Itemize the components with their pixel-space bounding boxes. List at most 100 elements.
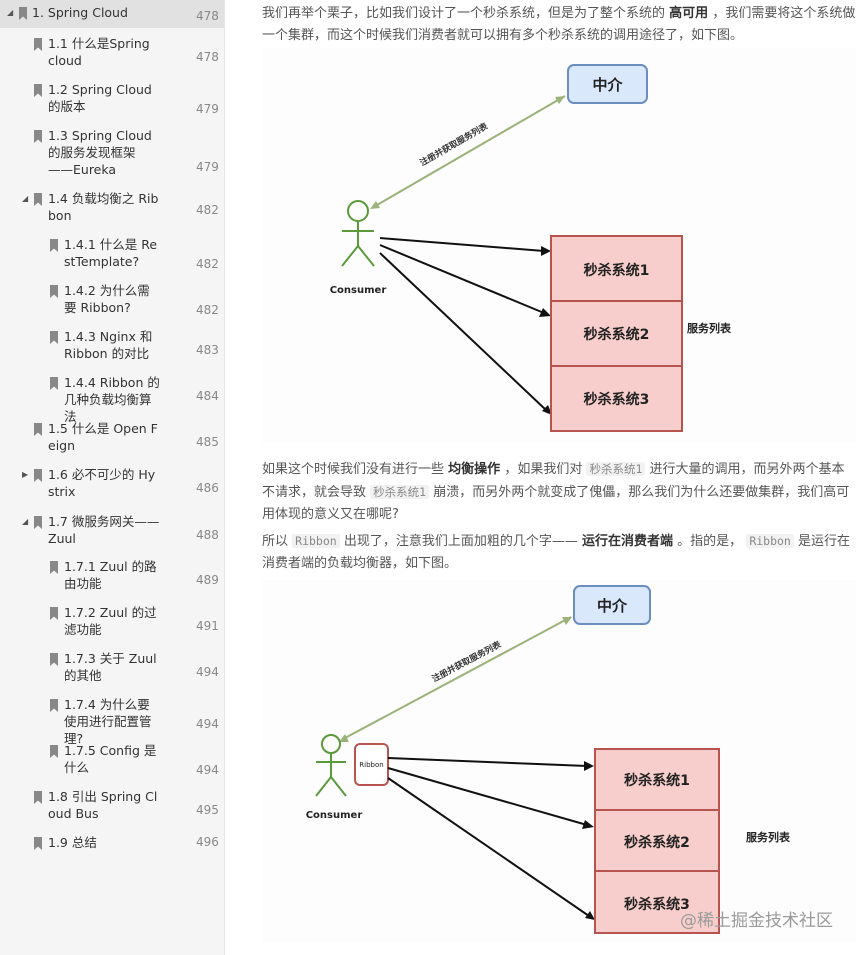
expand-arrow-icon[interactable]: ◢	[7, 8, 14, 17]
bookmark-icon	[50, 607, 58, 620]
toc-item-label: 1.1 什么是Spring cloud	[48, 36, 150, 68]
consumer-label: Consumer	[330, 285, 387, 296]
bookmark-icon	[50, 699, 58, 712]
toc-item-page-number: 488	[196, 528, 219, 542]
svg-text:秒杀系统2: 秒杀系统2	[624, 834, 690, 851]
bookmark-icon	[19, 7, 27, 20]
bookmark-icon	[34, 193, 42, 206]
toc-item-page-number: 483	[196, 343, 219, 357]
bold-text: 高可用	[669, 6, 709, 21]
toc-item-label: 1.4 负载均衡之 Ribbon	[48, 191, 159, 223]
watermark: @稀土掘金技术社区	[680, 911, 833, 931]
paragraph-3: 所以 Ribbon 出现了，注意我们上面加粗的几个字—— 运行在消费者端 。指的…	[262, 534, 851, 571]
toc-item-page-number: 491	[196, 619, 219, 633]
ribbon-label: Ribbon	[359, 761, 383, 769]
consumer-label: Consumer	[306, 810, 363, 821]
svg-text:秒杀系统3: 秒杀系统3	[624, 896, 690, 913]
toc-item-page-number: 494	[196, 717, 219, 731]
bookmark-icon	[34, 516, 42, 529]
toc-item-page-number: 485	[196, 435, 219, 449]
paragraph-1: 我们再举个栗子，比如我们设计了一个秒杀系统，但是为了整个系统的 高可用 ，我们需…	[262, 3, 856, 47]
bookmark-icon	[50, 653, 58, 666]
bookmark-icon	[50, 239, 58, 252]
service-box-2: 秒杀系统2	[550, 300, 683, 367]
toc-item-page-number: 484	[196, 389, 219, 403]
toc-item-label: 1.4.1 什么是 RestTemplate?	[64, 237, 158, 269]
toc-item-label: 1.3 Spring Cloud 的服务发现框架——Eureka	[48, 128, 152, 177]
toc-item-page-number: 479	[196, 102, 219, 116]
bookmark-icon	[50, 331, 58, 344]
toc-item-label: 1.5 什么是 Open Feign	[48, 421, 158, 453]
diagram-broker-cluster: 中介 注册并获取服务列表 Consumer 秒杀系统1	[262, 48, 856, 443]
toc-item[interactable]: 1.3 Spring Cloud 的服务发现框架——Eureka 479	[0, 123, 224, 179]
bookmark-icon	[50, 285, 58, 298]
document-content: 我们再举个栗子，比如我们设计了一个秒杀系统，但是为了整个系统的 高可用 ，我们需…	[262, 0, 856, 955]
bookmark-icon	[34, 130, 42, 143]
toc-item-page-number: 482	[196, 203, 219, 217]
svg-text:秒杀系统2: 秒杀系统2	[584, 326, 650, 343]
toc-item[interactable]: ▶ 1.6 必不可少的 Hystrix 486	[0, 462, 224, 502]
toc-item[interactable]: 1.4.1 什么是 RestTemplate?482	[0, 232, 224, 272]
toc-item-label: 1.6 必不可少的 Hystrix	[48, 467, 156, 499]
broker-label: 中介	[592, 76, 623, 94]
paragraph-text: 我们再举个栗子，比如我们设计了一个秒杀系统，但是为了整个系统的	[262, 6, 666, 21]
request-arrows	[387, 757, 595, 920]
svg-text:秒杀系统1: 秒杀系统1	[624, 772, 690, 789]
broker-label: 中介	[597, 597, 628, 615]
inline-code: Ribbon	[746, 534, 794, 548]
ribbon-box: Ribbon	[354, 743, 389, 786]
svg-text:秒杀系统3: 秒杀系统3	[584, 391, 650, 408]
toc-item-label: 1.4.2 为什么需要 Ribbon?	[64, 283, 150, 315]
toc-item-label: 1.7.4 为什么要使用进行配置管理?	[64, 697, 152, 746]
service-box-2: 秒杀系统2	[594, 809, 720, 872]
toc-item[interactable]: 1.4.4 Ribbon 的几种负载均衡算法 484	[0, 370, 224, 424]
toc-item[interactable]: 1.5 什么是 Open Feign 485	[0, 416, 224, 456]
expand-arrow-icon[interactable]: ◢	[22, 517, 29, 526]
toc-item-label: 1.8 引出 Spring Cloud Bus	[48, 789, 158, 821]
toc-item[interactable]: 1.7.2 Zuul 的过滤功能 491	[0, 600, 224, 640]
toc-item[interactable]: ◢ 1.4 负载均衡之 Ribbon 482	[0, 186, 224, 226]
toc-item-page-number: 482	[196, 303, 219, 317]
toc-item[interactable]: 1.7.4 为什么要使用进行配置管理? 494	[0, 692, 224, 746]
bookmark-icon	[34, 469, 42, 482]
toc-item-page-number: 495	[196, 803, 219, 817]
broker-box: 中介	[573, 585, 651, 625]
diagram-background	[262, 580, 856, 942]
toc-item-label: 1.7.1 Zuul 的路由功能	[64, 559, 157, 591]
toc-item-label: 1.7.3 关于 Zuul 的其他	[64, 651, 157, 683]
toc-item[interactable]: 1.7.1 Zuul 的路由功能 489	[0, 554, 224, 594]
diagram-ribbon-cluster: 中介 注册并获取服务列表 Consumer Ribbon	[262, 580, 856, 942]
toc-item-page-number: 489	[196, 573, 219, 587]
bookmark-icon	[34, 423, 42, 436]
toc-item[interactable]: 1.8 引出 Spring Cloud Bus 495	[0, 784, 224, 824]
svg-text:秒杀系统1: 秒杀系统1	[584, 262, 650, 279]
toc-item-page-number: 496	[196, 835, 219, 849]
paragraph-text: ，我们需要将这个系统做一个集群，而这个时候我们消费者就可以拥有多个秒杀系统的调用…	[262, 6, 856, 43]
bookmark-icon	[34, 791, 42, 804]
toc-item-label: 1.7.2 Zuul 的过滤功能	[64, 605, 157, 637]
expand-arrow-icon[interactable]: ◢	[22, 194, 29, 203]
consumer-person-icon	[315, 734, 347, 797]
toc-item-label: 1.4.4 Ribbon 的几种负载均衡算法	[64, 375, 160, 424]
service-list-label: 服务列表	[746, 830, 791, 844]
inline-code: Ribbon	[292, 534, 340, 548]
service-box-1: 秒杀系统1	[594, 748, 720, 811]
collapse-arrow-icon[interactable]: ▶	[22, 470, 29, 479]
bookmark-icon	[50, 377, 58, 390]
bookmark-icon	[34, 38, 42, 51]
toc-item[interactable]: 1.4.2 为什么需要 Ribbon? 482	[0, 278, 224, 318]
toc-item-page-number: 486	[196, 481, 219, 495]
request-arrows	[379, 237, 552, 415]
toc-item-page-number: 479	[196, 160, 219, 174]
toc-item-page-number: 494	[196, 763, 219, 777]
service-box-1: 秒杀系统1	[550, 235, 683, 302]
